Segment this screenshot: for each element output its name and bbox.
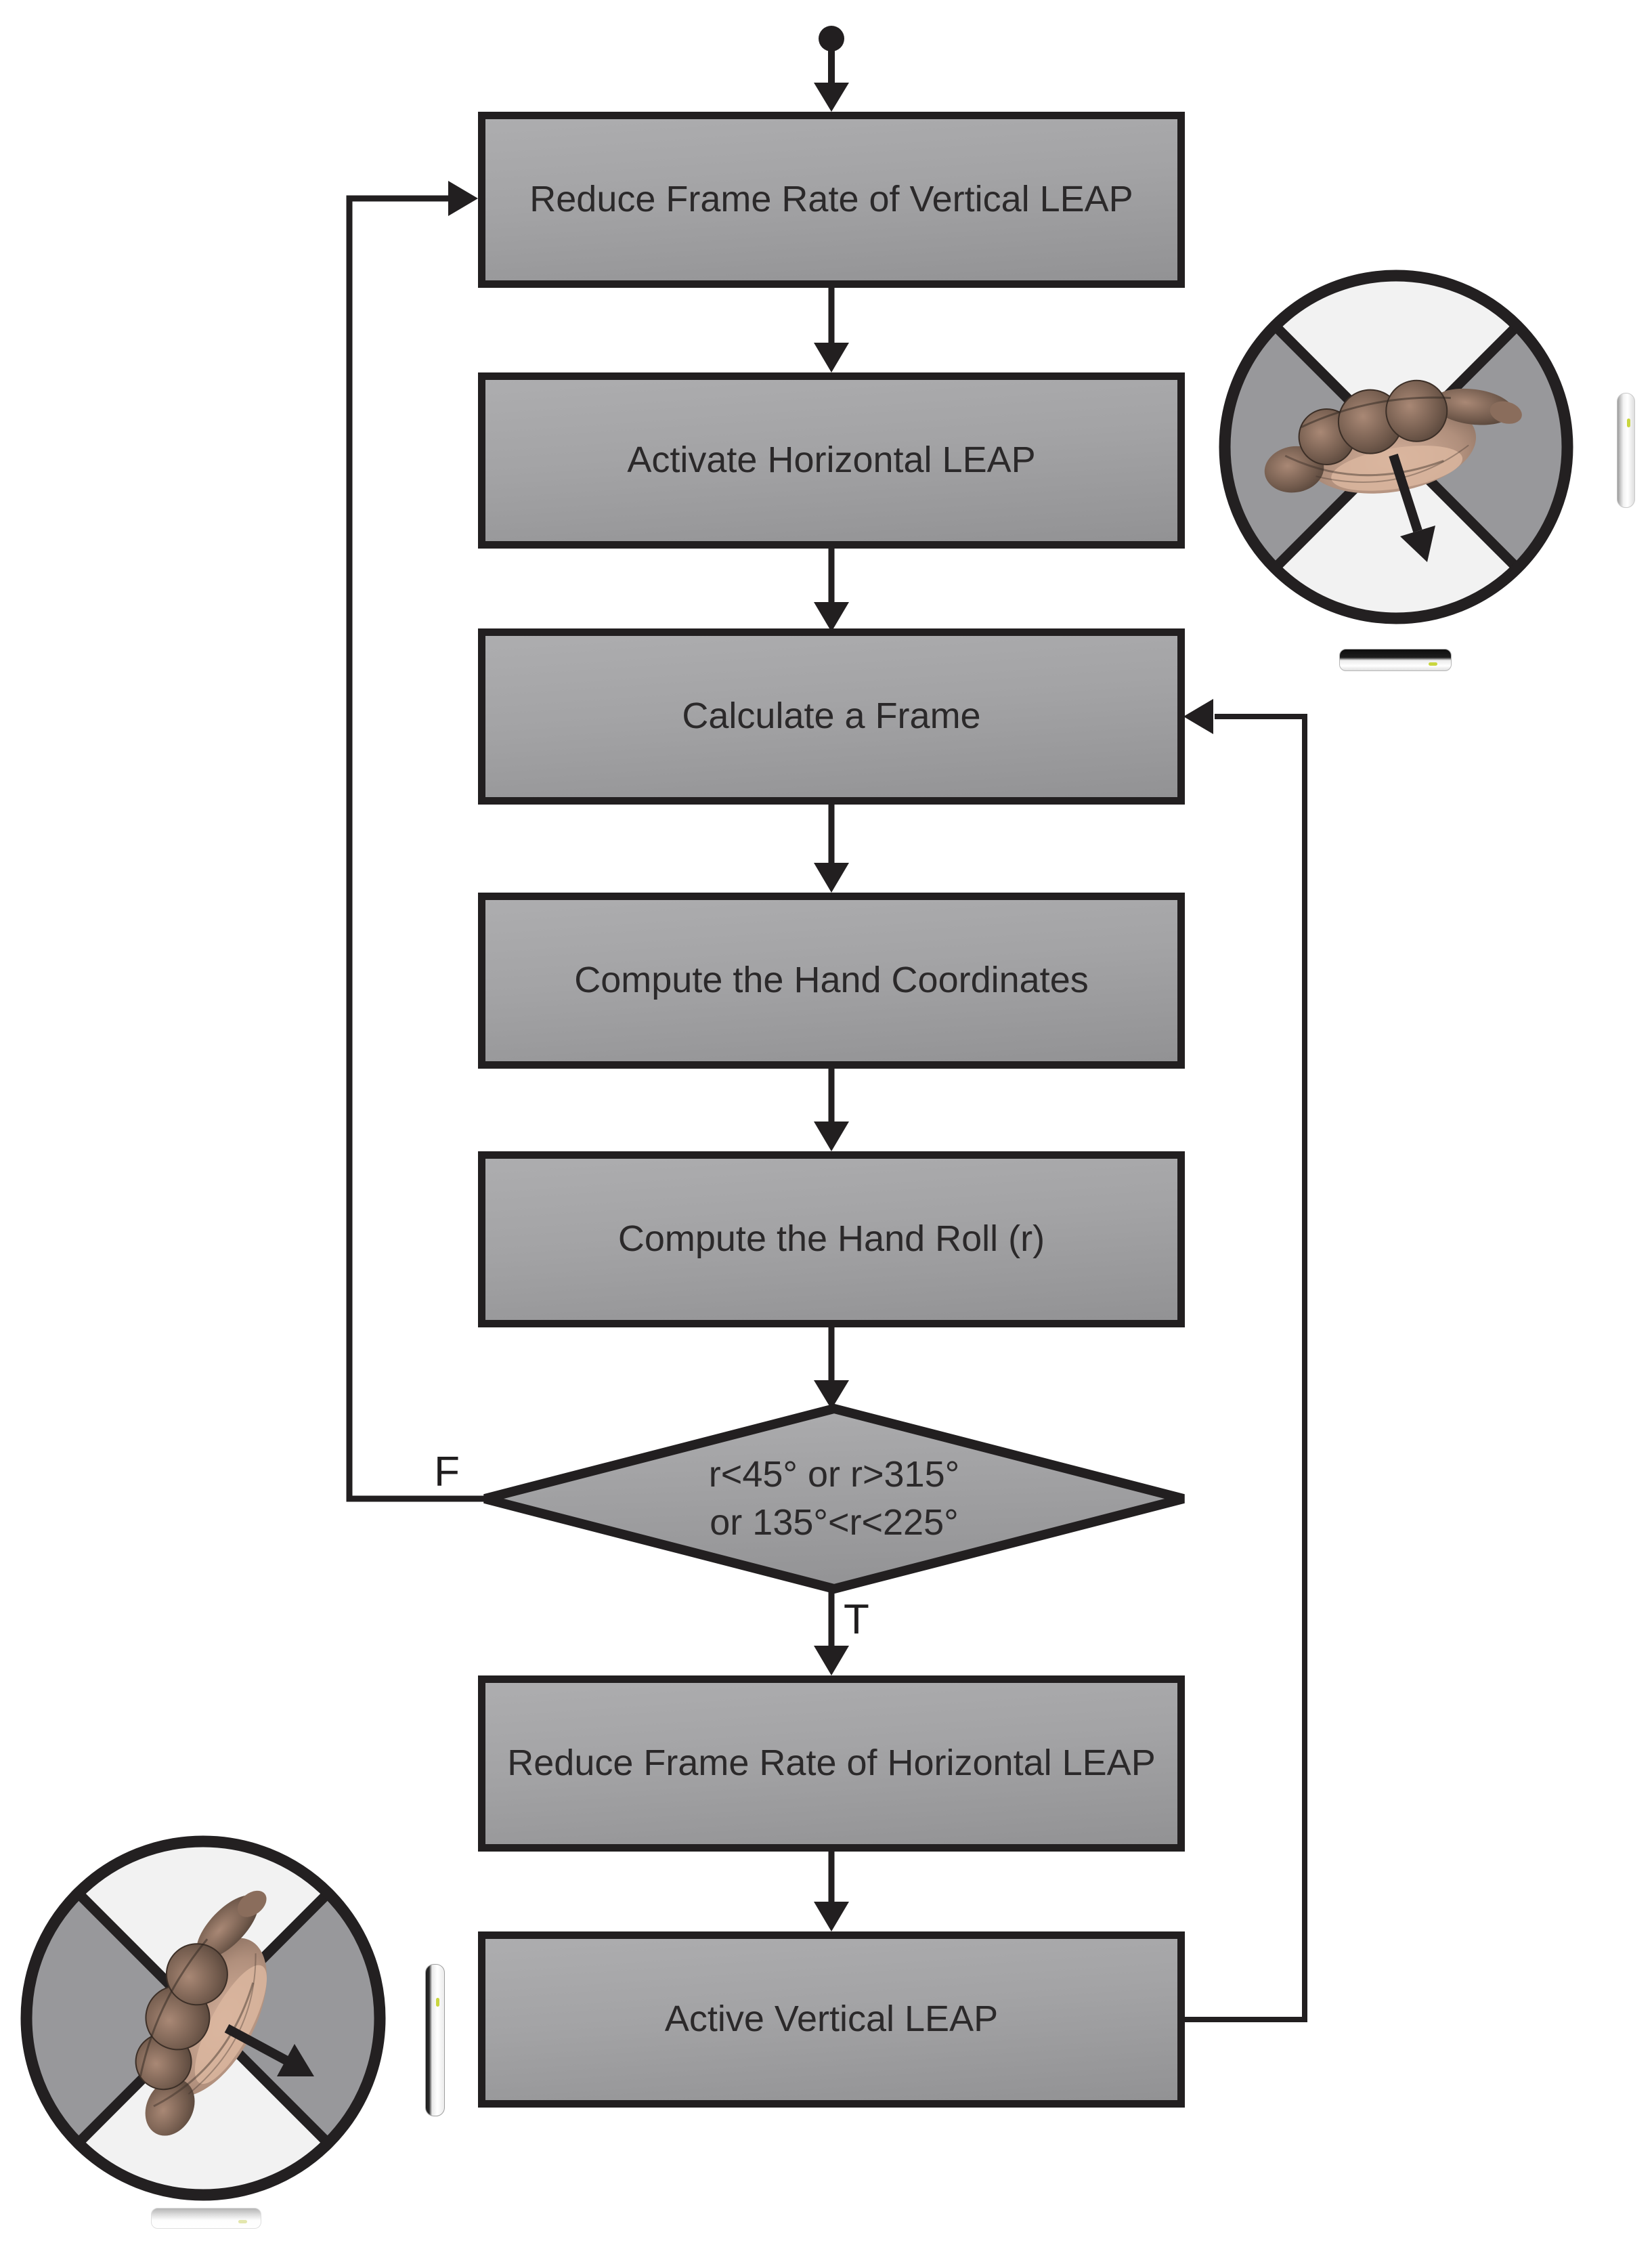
node-label: Calculate a Frame: [682, 696, 981, 737]
node-reduce-frame-rate-vertical-leap: Reduce Frame Rate of Vertical LEAP: [478, 112, 1185, 288]
vertical-leap-device-icon: [1617, 393, 1635, 508]
device-led: [238, 2220, 247, 2224]
node-label: Active Vertical LEAP: [664, 1999, 999, 2040]
false-branch-label: F: [434, 1449, 460, 1495]
node-label: Compute the Hand Coordinates: [574, 960, 1089, 1001]
decision-diamond: [483, 1403, 1185, 1594]
vertical-leap-device-icon: [425, 1964, 445, 2116]
node-label: Reduce Frame Rate of Vertical LEAP: [529, 179, 1133, 220]
device-led: [1626, 418, 1630, 427]
node-compute-hand-roll: Compute the Hand Roll (r): [478, 1151, 1185, 1327]
node-activate-horizontal-leap: Activate Horizontal LEAP: [478, 372, 1185, 549]
decision-condition-line1: r<45° or r>315°: [708, 1453, 960, 1495]
horizontal-leap-device-icon: [151, 2208, 261, 2229]
decision-condition-line2: or 135°<r<225°: [710, 1502, 959, 1543]
hand-roll-illustration-bottom-left: [20, 1835, 386, 2201]
roll-arrow-right: [277, 2044, 314, 2076]
true-branch-label: T: [844, 1596, 869, 1643]
node-calculate-a-frame: Calculate a Frame: [478, 628, 1185, 805]
node-reduce-frame-rate-horizontal-leap: Reduce Frame Rate of Horizontal LEAP: [478, 1675, 1185, 1852]
node-label: Compute the Hand Roll (r): [617, 1218, 1045, 1260]
node-active-vertical-leap: Active Vertical LEAP: [478, 1931, 1185, 2108]
device-led: [1429, 662, 1437, 666]
hand-roll-illustration-top-right: [1219, 270, 1573, 624]
node-label: Activate Horizontal LEAP: [627, 440, 1036, 481]
node-label: Reduce Frame Rate of Horizontal LEAP: [507, 1743, 1156, 1784]
roll-arrow-down: [1400, 526, 1435, 562]
decision-condition: r<45° or r>315° or 135°<r<225°: [485, 1409, 1183, 1589]
horizontal-leap-device-icon: [1339, 649, 1452, 671]
device-led: [435, 1998, 439, 2007]
start-dot: [819, 26, 844, 51]
node-compute-hand-coordinates: Compute the Hand Coordinates: [478, 893, 1185, 1069]
